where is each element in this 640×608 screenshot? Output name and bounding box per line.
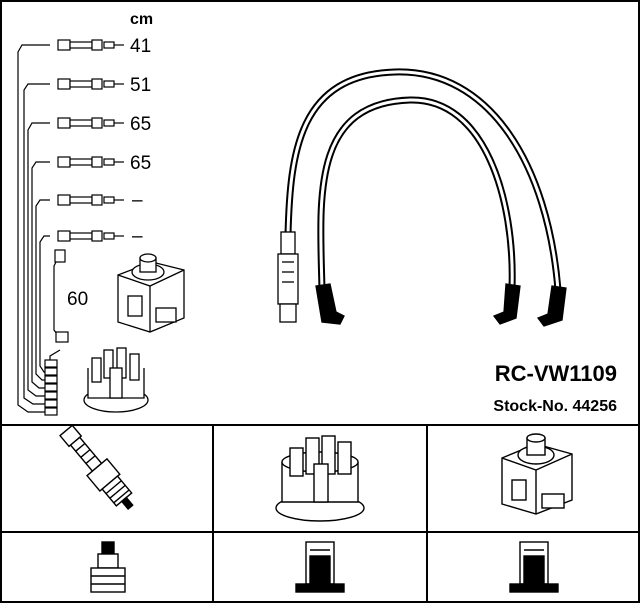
overview-ignition-coil (117, 253, 185, 333)
cable-length-3: 65 (130, 114, 151, 135)
cable-length-2: 51 (130, 75, 151, 96)
cable-set-overview (17, 44, 61, 413)
cable-length-4: 65 (130, 153, 151, 174)
cable-length-1: 41 (130, 36, 151, 57)
unit-label: cm (130, 11, 153, 28)
coil-cable-bottom-cap (55, 331, 69, 343)
connector-row-5 (57, 194, 124, 206)
connector-row-1 (57, 39, 124, 51)
cable-length-6: – (132, 226, 143, 247)
distributor-cap-icon (275, 435, 365, 522)
connector-row-6 (57, 230, 124, 242)
overview-distributor-cap (83, 347, 149, 413)
coil-connector-icon (509, 541, 559, 593)
ignition-cable-illustration (284, 68, 562, 291)
cable-connectors (44, 39, 124, 416)
coil-cable-length: 60 (67, 289, 88, 310)
connector-row-3 (57, 117, 124, 129)
connector-row-2 (57, 78, 124, 90)
bundle-terminals (44, 359, 58, 416)
product-code: RC-VW1109 (495, 361, 617, 386)
cable-terminals (277, 231, 567, 327)
coil-cable-top-cap (54, 249, 66, 263)
ignition-coil-icon (501, 433, 573, 515)
plug-connector-icon (90, 541, 126, 593)
stock-number: Stock-No. 44256 (493, 398, 617, 415)
cable-length-5: – (132, 190, 143, 211)
cap-connector-icon (295, 541, 345, 593)
spark-plug-icon (59, 424, 134, 511)
connector-row-4 (57, 156, 124, 168)
